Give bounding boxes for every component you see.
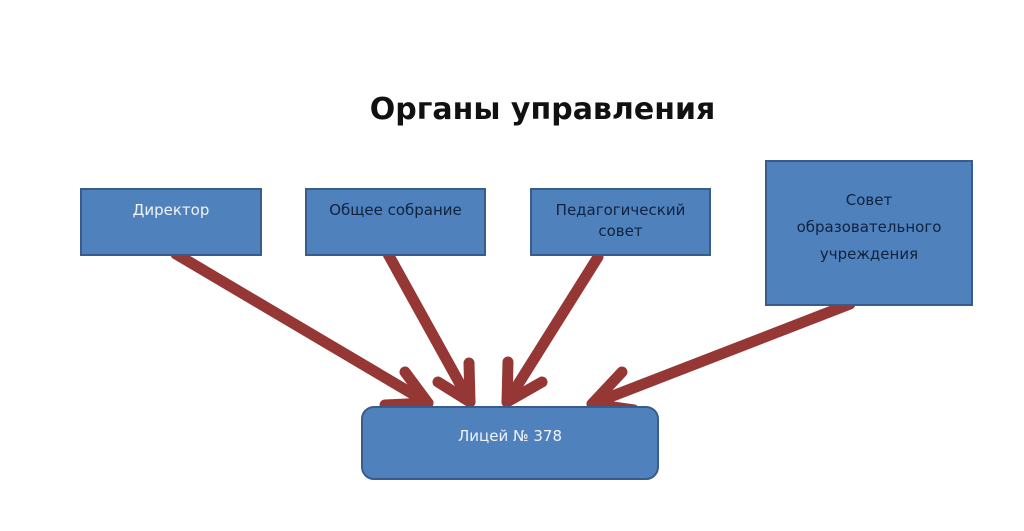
arrow-director <box>170 248 434 411</box>
arrow-pedagogical-council <box>501 251 604 408</box>
arrow-school-council <box>586 298 856 416</box>
node-lyceum: Лицей № 378 <box>361 406 659 480</box>
node-director: Директор <box>80 188 262 256</box>
diagram-title: Органы управления <box>369 92 716 127</box>
node-school-council: Совет образовательного учреждения <box>765 160 973 306</box>
node-pedagogical-council: Педагогический совет <box>530 188 711 256</box>
node-general-meeting: Общее собрание <box>305 188 486 256</box>
arrow-general-meeting <box>382 248 476 408</box>
